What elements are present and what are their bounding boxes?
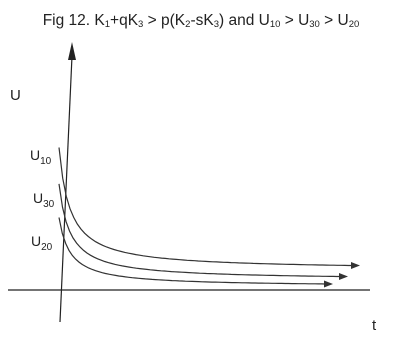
label-u10: U10 (30, 147, 52, 167)
y-axis-arrowhead (68, 42, 76, 60)
x-axis-label: t (372, 317, 377, 334)
decay-curve-2 (58, 183, 340, 278)
decay-curve-1 (58, 147, 352, 267)
curve-arrowhead-3 (324, 280, 333, 288)
figure-caption: Fig 12. K1+qK3 > p(K2-sK3) and U10 > U30… (42, 12, 360, 30)
curve-arrowhead-1 (351, 262, 360, 269)
curve-arrowhead-2 (339, 273, 348, 280)
decay-curve-3 (58, 217, 326, 285)
label-u30: U30 (33, 190, 55, 210)
y-axis-line (59, 55, 73, 323)
curve-group (58, 147, 352, 285)
curve-arrow-group (324, 262, 360, 288)
label-u20: U20 (31, 233, 53, 253)
y-axis-label: U (10, 87, 21, 104)
